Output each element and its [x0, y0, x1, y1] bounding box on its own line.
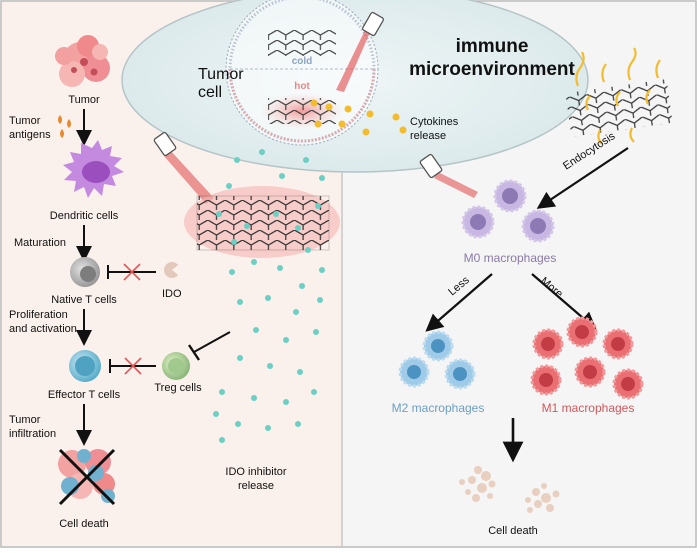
- proliferation-label-2: and activation: [9, 323, 77, 335]
- treg-cells-label: Treg cells: [154, 382, 202, 394]
- endocytosis-arrow: [536, 147, 629, 209]
- dendritic-cell: [63, 140, 124, 198]
- dendritic-cells-label: Dendritic cells: [50, 210, 119, 222]
- effector-t-cell: [69, 350, 101, 382]
- laser-right: [419, 153, 478, 198]
- ido-inhibitor-to-treg: [188, 331, 231, 361]
- title-line-2: microenvironment: [409, 59, 575, 80]
- m1-macrophages: [530, 316, 644, 400]
- m0-macrophages: [461, 179, 555, 243]
- effector-t-cells-label: Effector T cells: [48, 389, 121, 401]
- cytokines-label-2: release: [410, 130, 446, 142]
- native-t-cell: [70, 257, 100, 287]
- laser-top: [336, 11, 384, 92]
- graphene-sheet-center: [184, 186, 340, 258]
- laser-left: [153, 131, 214, 204]
- tumor-antigens-label-1: Tumor: [9, 115, 41, 127]
- maturation-label: Maturation: [14, 237, 66, 249]
- tumor-cell-label-1: Tumor: [198, 66, 244, 83]
- ido-inhibitor-label-1: IDO inhibitor: [225, 466, 286, 478]
- tumor-infiltration-label-2: infiltration: [9, 428, 56, 440]
- m2-label: M2 macrophages: [392, 401, 485, 415]
- graphene-sheet-hot: [268, 98, 336, 124]
- arrow-more: [531, 273, 597, 330]
- cytokine-dots: [310, 99, 407, 136]
- m1-label: M1 macrophages: [542, 401, 635, 415]
- tumor-infiltration-label-1: Tumor: [9, 414, 41, 426]
- graphene-sheet-cold: [268, 30, 336, 56]
- tumor-cell-label-2: cell: [198, 84, 222, 101]
- m0-label: M0 macrophages: [464, 251, 557, 265]
- ido-label: IDO: [162, 288, 182, 300]
- cell-death-right-label: Cell death: [488, 525, 538, 537]
- treg-cell: [162, 352, 190, 380]
- cell-death-left-label: Cell death: [59, 518, 109, 530]
- native-t-cells-label: Native T cells: [51, 294, 117, 306]
- dead-tumor-cluster: [58, 448, 116, 506]
- cytokines-label-1: Cytokines: [410, 116, 459, 128]
- arrow-less: [425, 273, 493, 332]
- treg-inhibition-effector: [109, 357, 156, 375]
- hot-label: hot: [294, 81, 310, 92]
- tumor-cluster: [55, 35, 110, 87]
- antigen-drops: [58, 115, 71, 138]
- tumor-label: Tumor: [68, 94, 100, 106]
- cell-debris: [459, 466, 560, 513]
- ido-inhibitor-label-2: release: [238, 480, 274, 492]
- ido-enzyme-icon: [164, 262, 182, 278]
- m2-macrophages: [398, 330, 476, 390]
- tumor-cell-circle: cold hot: [225, 0, 379, 146]
- proliferation-label-1: Proliferation: [9, 309, 68, 321]
- tumor-antigens-label-2: antigens: [9, 129, 51, 141]
- ido-inhibitor-dots: [213, 149, 325, 443]
- graphene-sheet-right: [565, 47, 673, 145]
- ido-inhibition-native: [107, 263, 156, 281]
- cold-label: cold: [292, 56, 313, 67]
- title-line-1: immune: [456, 36, 529, 57]
